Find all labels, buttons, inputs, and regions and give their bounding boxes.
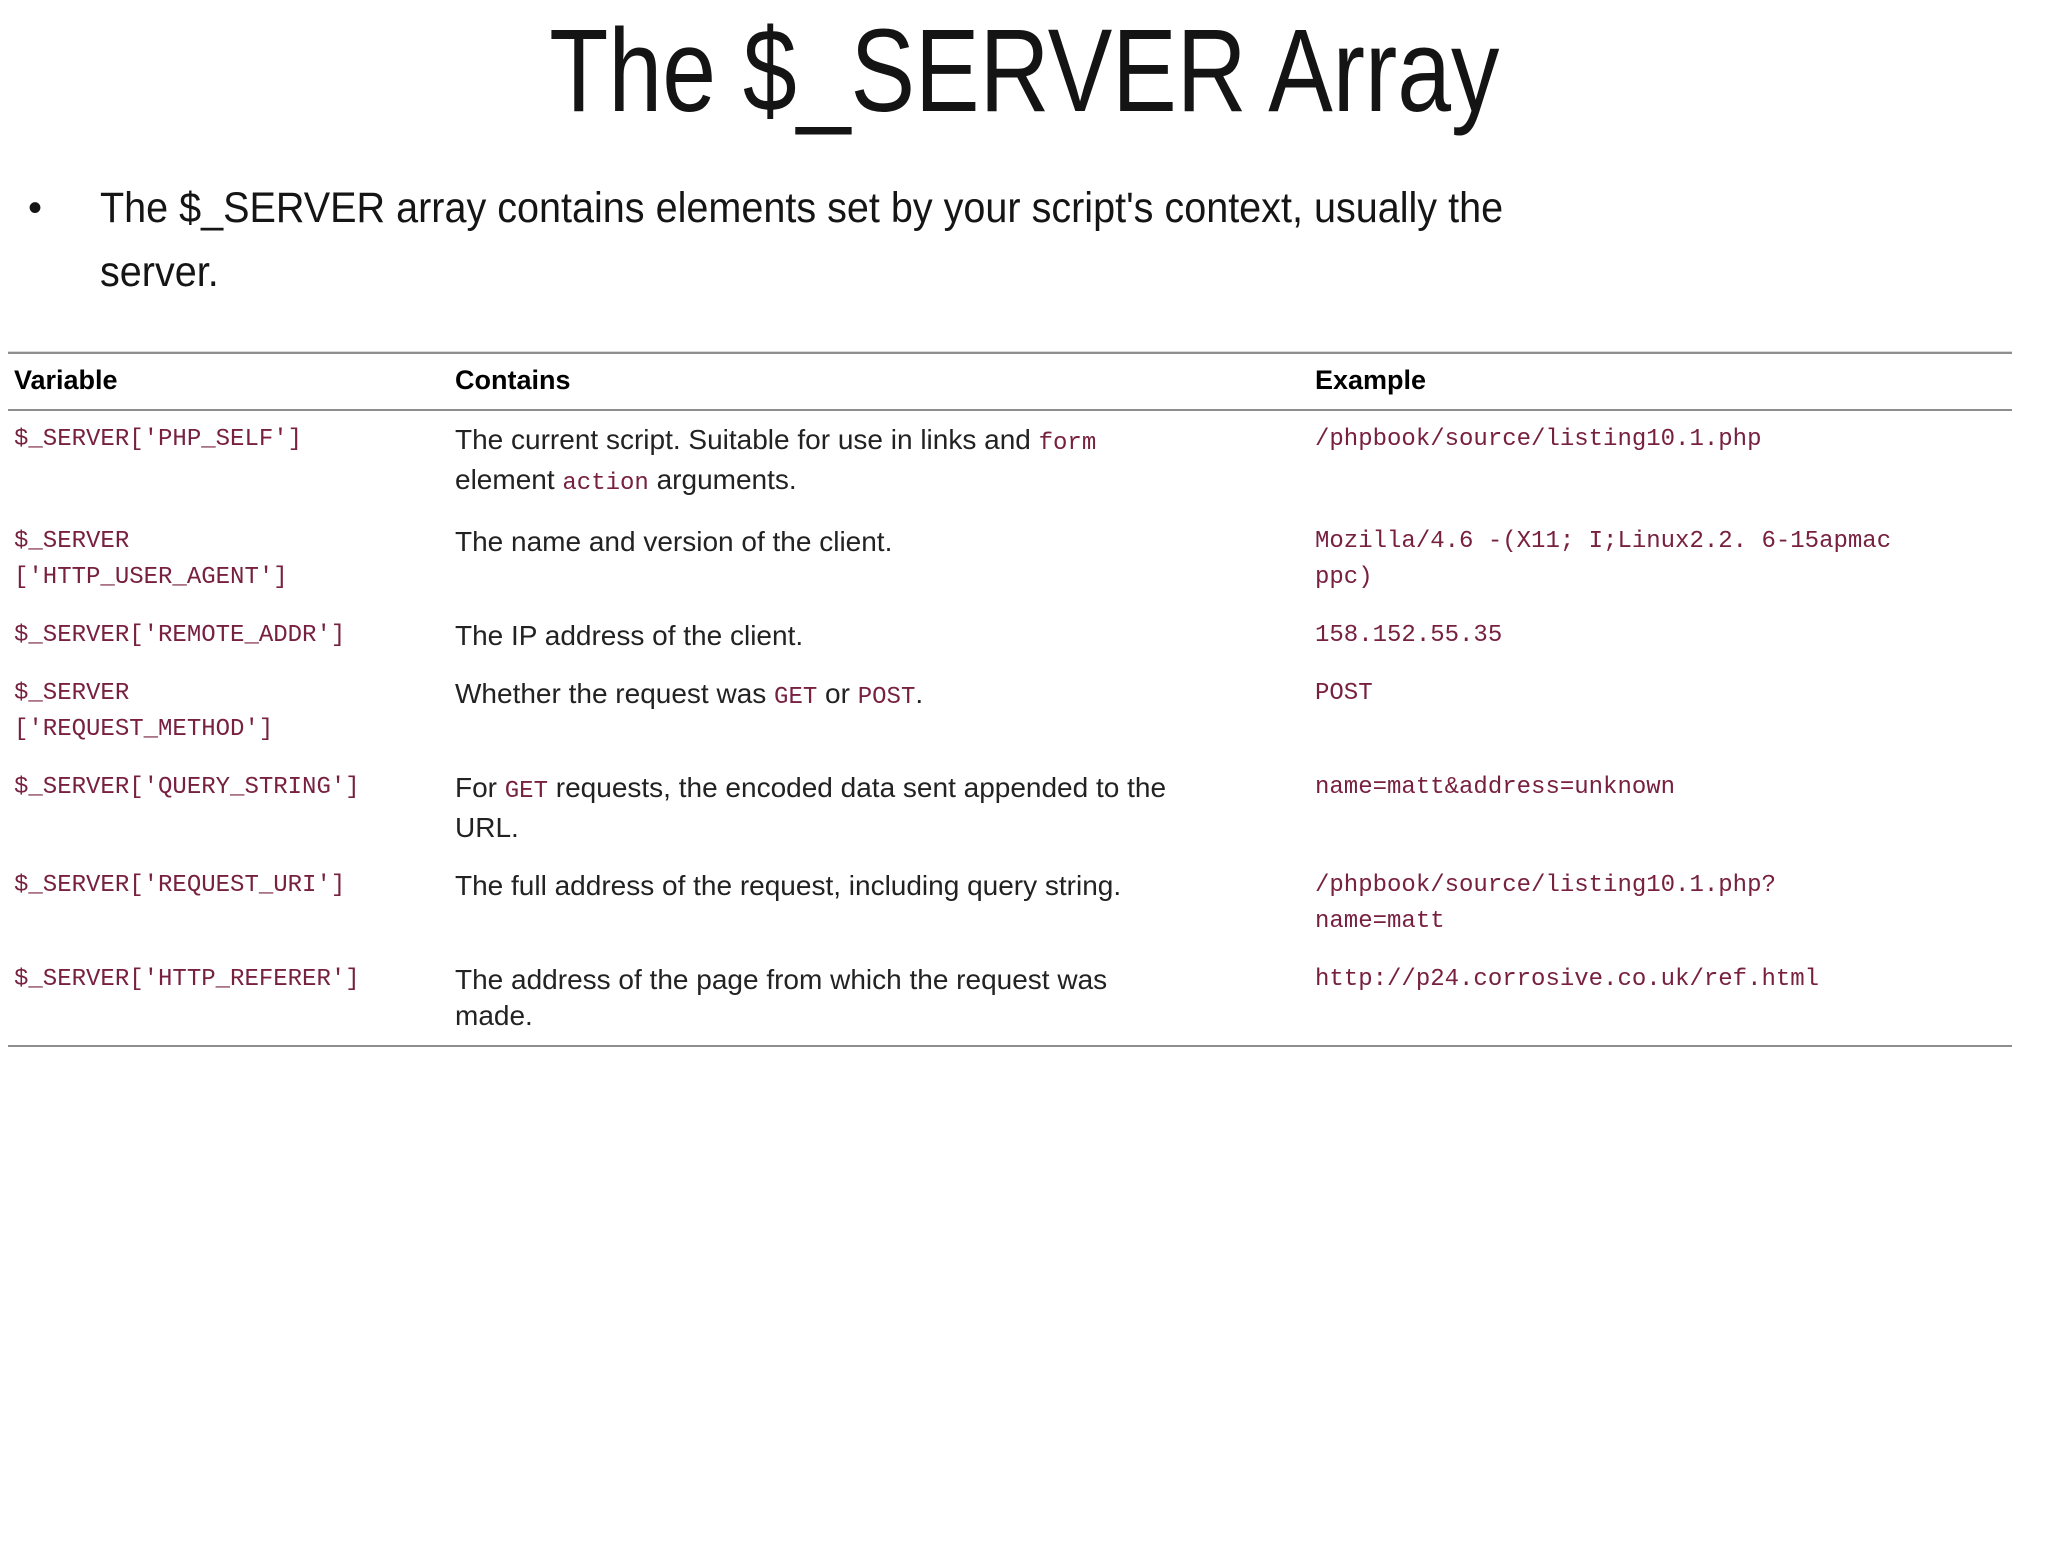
example-cell: /phpbook/source/listing10.1.php? name=ma… xyxy=(1315,871,1776,935)
contains-text: For xyxy=(455,771,505,803)
variable-cell: $_SERVER ['REQUEST_METHOD'] xyxy=(14,679,274,743)
contains-cell: The address of the page from which the r… xyxy=(455,950,1315,1047)
server-table-body: $_SERVER['PHP_SELF'] The current script. … xyxy=(8,410,2012,1047)
bullet-marker: • xyxy=(28,185,43,230)
contains-text: The address of the page from which the r… xyxy=(455,963,1108,1031)
inline-code: POST xyxy=(857,683,916,711)
table-row: $_SERVER['QUERY_STRING'] For GET requests… xyxy=(8,759,2012,857)
example-cell: 158.152.55.35 xyxy=(1315,621,1503,649)
contains-text: The current script. Suitable for use in … xyxy=(455,423,1039,455)
bullet-item: • The $_SERVER array contains elements s… xyxy=(28,176,2048,304)
col-header-example: Example xyxy=(1315,351,2012,411)
contains-text: The full address of the request, includi… xyxy=(455,869,1122,901)
col-header-contains: Contains xyxy=(455,351,1315,411)
example-cell: POST xyxy=(1315,679,1373,707)
page-title: The $_SERVER Array xyxy=(548,5,1500,137)
contains-text: or xyxy=(817,677,858,709)
variable-cell: $_SERVER['HTTP_REFERER'] xyxy=(8,950,455,1047)
slide: The $_SERVER Array • The $_SERVER array … xyxy=(0,5,2048,1546)
col-header-variable: Variable xyxy=(8,351,455,411)
variable-cell: $_SERVER['REMOTE_ADDR'] xyxy=(14,621,346,649)
contains-cell: The current script. Suitable for use in … xyxy=(455,410,1315,513)
variable-cell: $_SERVER['QUERY_STRING'] xyxy=(14,773,360,801)
inline-code: GET xyxy=(504,777,548,805)
table-header-row: Variable Contains Example xyxy=(8,351,2012,411)
contains-text: element xyxy=(455,463,555,495)
contains-text: Whether the request was xyxy=(455,677,775,709)
server-table: Variable Contains Example $_SERVER['PHP_… xyxy=(8,351,2012,1047)
example-cell: name=matt&address=unknown xyxy=(1315,773,1676,801)
variable-cell: $_SERVER['PHP_SELF'] xyxy=(14,425,303,453)
table-row: $_SERVER['HTTP_REFERER']The address of t… xyxy=(8,950,2012,1047)
title-bar: The $_SERVER Array xyxy=(0,5,2048,137)
contains-text: requests, the encoded data sent appended… xyxy=(455,771,1167,843)
inline-code: action xyxy=(562,469,649,497)
table-row: $_SERVER ['REQUEST_METHOD'] Whether the r… xyxy=(8,665,2012,759)
contains-text: The name and version of the client. xyxy=(455,525,893,557)
contains-cell: The full address of the request, includi… xyxy=(455,857,1315,951)
example-cell: /phpbook/source/listing10.1.php xyxy=(1315,425,1762,453)
example-cell: http://p24.corrosive.co.uk/ref.html xyxy=(1315,950,2012,1047)
contains-text: arguments. xyxy=(648,463,797,495)
table-row: $_SERVER['REQUEST_URI'] The full address … xyxy=(8,857,2012,951)
inline-code: form xyxy=(1038,429,1097,457)
contains-cell: For GET requests, the encoded data sent … xyxy=(455,759,1315,857)
example-cell: Mozilla/4.6 -(X11; I;Linux2.2. 6-15apmac… xyxy=(1315,527,1892,591)
table-row: $_SERVER['REMOTE_ADDR'] The IP address of… xyxy=(8,607,2012,665)
table-header: Variable Contains Example xyxy=(8,351,2012,411)
contains-cell: The IP address of the client. xyxy=(455,607,1315,665)
contains-cell: Whether the request was GET or POST. xyxy=(455,665,1315,759)
contains-text: The IP address of the client. xyxy=(455,619,804,651)
contains-text: . xyxy=(915,677,924,709)
contains-cell: The name and version of the client. xyxy=(455,513,1315,607)
variable-cell: $_SERVER ['HTTP_USER_AGENT'] xyxy=(14,527,288,591)
variable-cell: $_SERVER['REQUEST_URI'] xyxy=(14,871,346,899)
inline-code: GET xyxy=(774,683,818,711)
table-row: $_SERVER['PHP_SELF'] The current script. … xyxy=(8,410,2012,513)
bullet-text: The $_SERVER array contains elements set… xyxy=(100,183,1504,296)
table-row: $_SERVER ['HTTP_USER_AGENT'] The name and… xyxy=(8,513,2012,607)
